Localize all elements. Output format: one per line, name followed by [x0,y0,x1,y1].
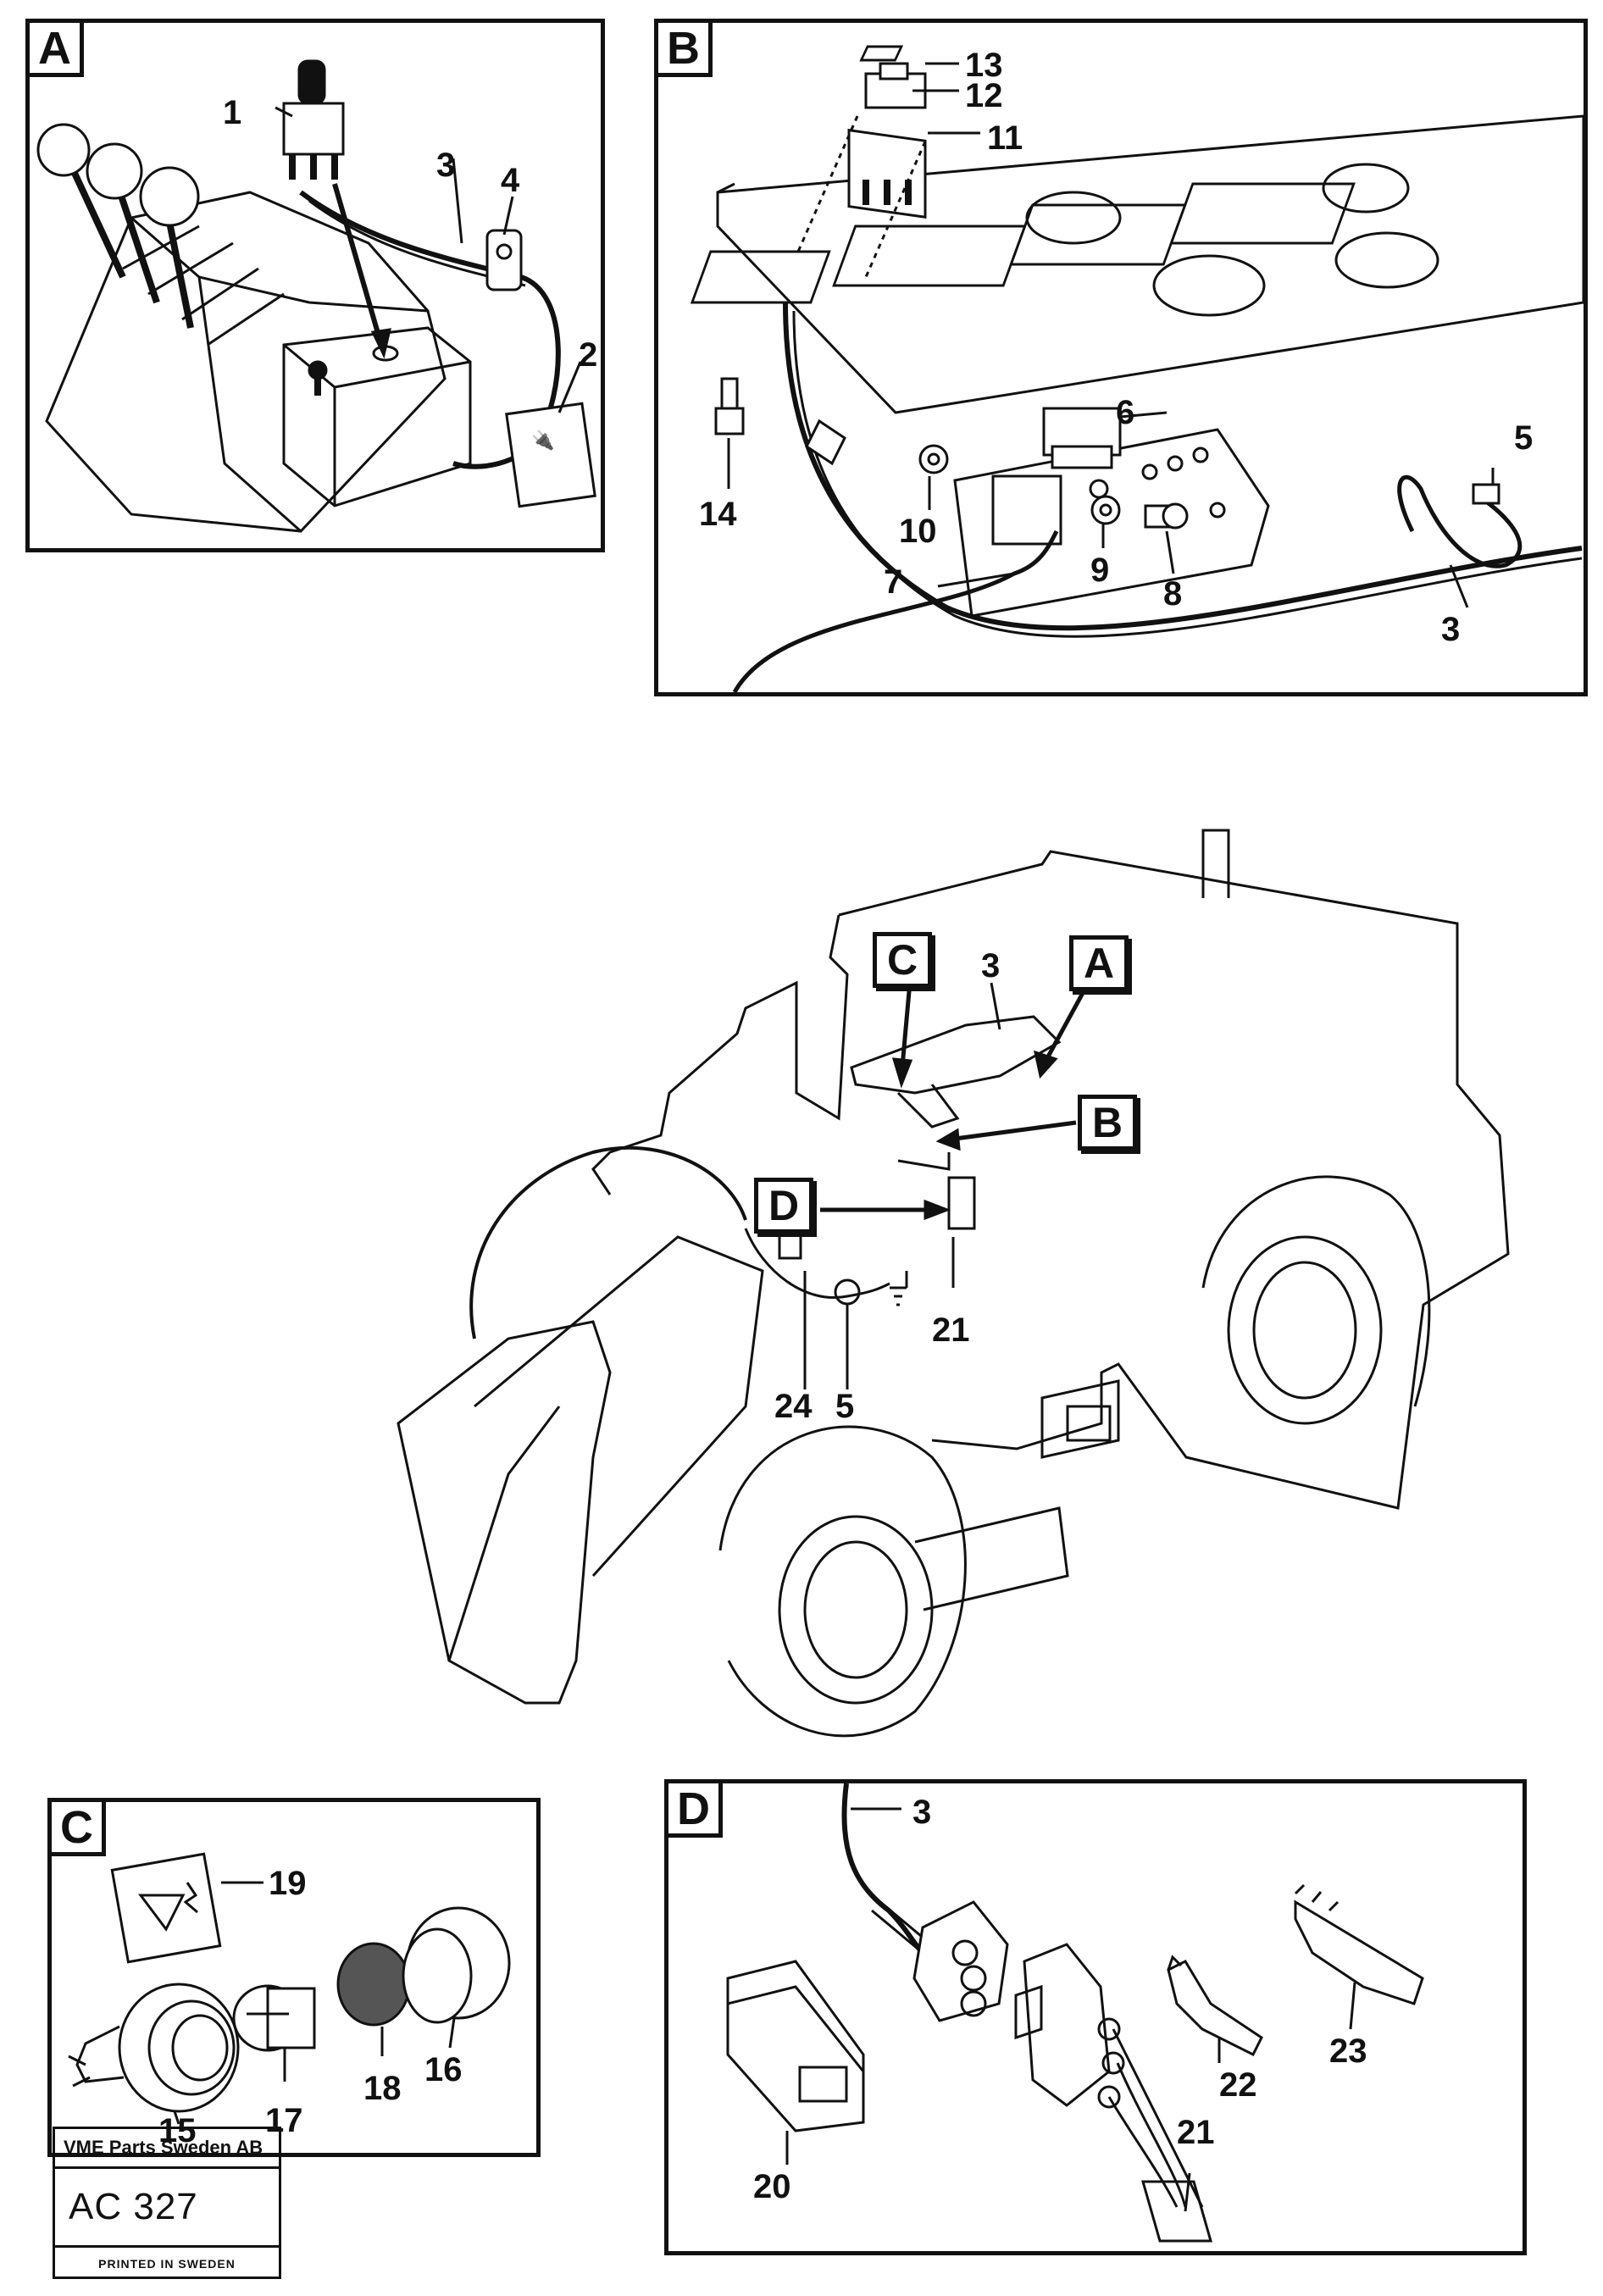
callout-overview-3: 3 [981,947,1001,984]
detail-panel-d: D 3 23 22 20 21 [664,1779,1527,2255]
callout-c-18: 18 [363,2070,402,2107]
title-block: VME Parts Sweden AB AC 327 PRINTED IN SW… [53,2127,281,2279]
callout-b-3: 3 [1441,611,1461,648]
callout-a-3: 3 [436,147,456,184]
callout-b-10: 7 [884,563,903,601]
callout-overview-21: 21 [932,1312,970,1349]
callout-overview-5: 5 [835,1388,855,1425]
company-name: VME Parts Sweden AB [55,2129,279,2169]
machine-overview [397,829,1510,1738]
drawing-code: AC 327 [55,2169,279,2248]
callout-a-2: 2 [579,336,598,374]
callout-d-22: 22 [1219,2066,1257,2104]
overview-label-c: C [873,932,932,988]
panel-d-illustration [726,1783,1424,2243]
callout-b-8: 9 [1090,552,1110,589]
callout-b-14: 14 [699,496,737,533]
callout-c-17: 17 [265,2102,303,2139]
callout-c-16: 16 [424,2051,463,2088]
overview-label-d: D [754,1178,813,1234]
callout-d-21: 21 [1177,2114,1215,2151]
callout-d-20: 20 [753,2168,791,2205]
callout-b-9: 10 [899,513,937,550]
callout-a-1: 1 [223,94,242,131]
panel-b-illustration [690,45,1584,692]
callout-c-19: 19 [269,1865,307,1902]
overview-label-a: A [1069,935,1129,991]
printed-note: PRINTED IN SWEDEN [98,2257,236,2271]
callout-a-4: 4 [501,162,520,199]
callout-b-7: 8 [1163,575,1183,613]
detail-panel-b: B [654,19,1588,696]
overview-label-b: B [1078,1095,1137,1151]
detail-panel-a: A 🔌 [25,19,605,552]
callout-c-15: 15 [158,2112,197,2149]
panel-a-illustration: 🔌 [36,59,596,533]
callout-d-23: 23 [1329,2033,1367,2070]
detail-panel-c: C 19 16 18 17 15 [47,1798,541,2157]
panel-b-letter: B [658,23,713,77]
svg-text:🔌: 🔌 [531,430,554,451]
callout-d-3: 3 [912,1794,932,1831]
callout-b-5: 5 [1514,419,1534,457]
callout-b-12: 12 [965,77,1003,114]
callout-b-11: 11 [987,119,1023,157]
panel-c-letter: C [52,1802,106,1856]
panel-a-letter: A [30,23,84,77]
panel-c-illustration [68,1852,511,2125]
panel-d-letter: D [668,1783,723,1838]
callout-overview-24: 24 [774,1388,813,1425]
callout-b-13: 13 [965,47,1003,84]
callout-b-6: 6 [1116,394,1135,431]
